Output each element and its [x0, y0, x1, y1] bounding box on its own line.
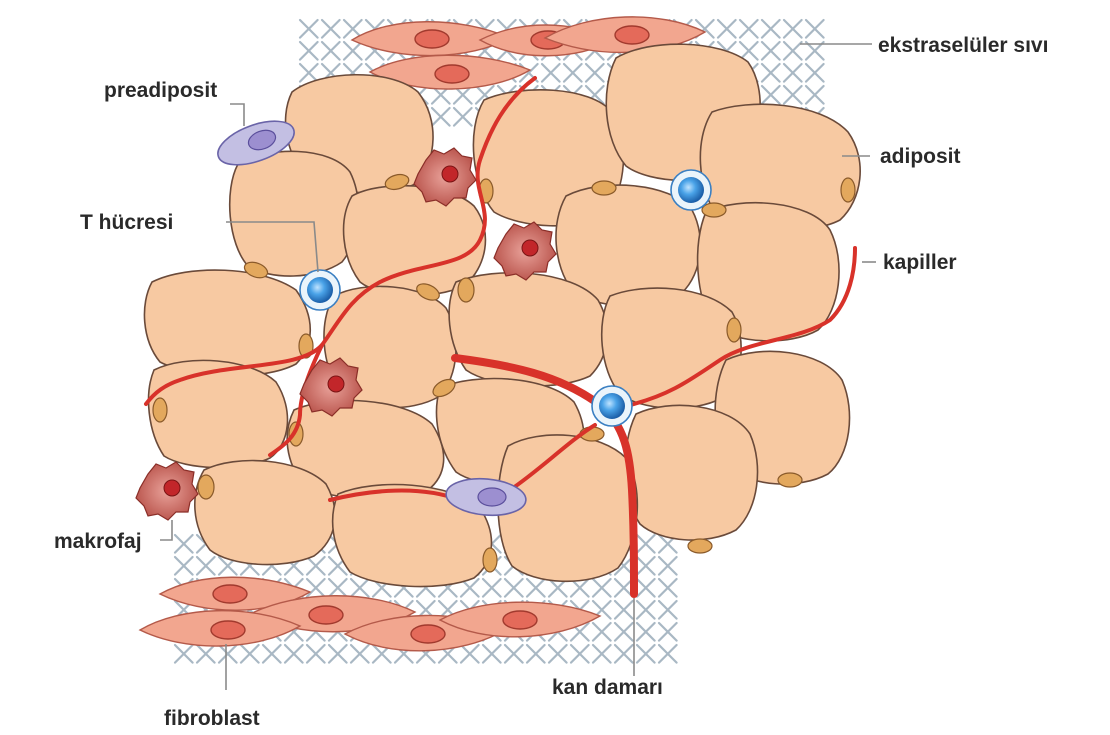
- leader-macrophage: [160, 520, 172, 540]
- leader-preadipocyte: [230, 104, 244, 126]
- label-adipocyte: adiposit: [880, 145, 961, 168]
- macrophage: [136, 462, 198, 520]
- label-preadipocyte: preadiposit: [104, 79, 217, 102]
- adipocyte-cell: [149, 360, 288, 467]
- label-capillary: kapiller: [883, 251, 957, 274]
- label-macrophage: makrofaj: [54, 530, 142, 553]
- label-blood-vessel: kan damarı: [552, 676, 663, 699]
- adipocyte-cell: [230, 151, 359, 276]
- label-t-cell: T hücresi: [80, 211, 173, 234]
- t-cell: [671, 170, 711, 210]
- t-cell: [592, 386, 632, 426]
- adipocyte-cell: [195, 461, 335, 565]
- label-fibroblast: fibroblast: [164, 707, 260, 730]
- adipocyte-cell: [625, 405, 757, 540]
- macrophage: [494, 222, 556, 280]
- label-extracellular-fluid: ekstraselüler sıvı: [878, 34, 1048, 57]
- t-cell: [300, 270, 340, 310]
- fibroblast-group-bottom: [140, 577, 600, 651]
